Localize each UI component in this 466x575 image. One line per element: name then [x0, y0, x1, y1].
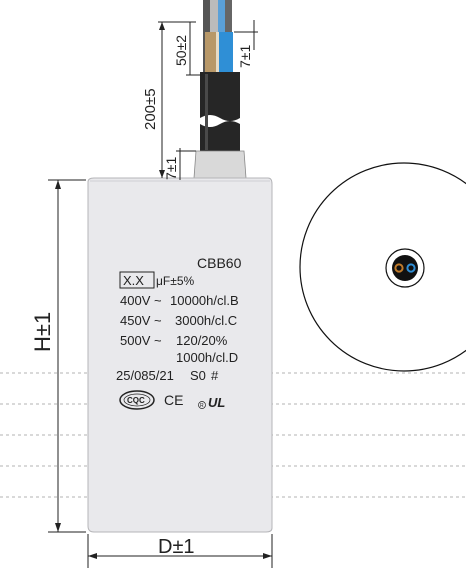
- lead-wires: [203, 0, 233, 77]
- dim-tip-length: [234, 20, 258, 50]
- boot-length-label: 7±1: [163, 157, 179, 180]
- rating-voltage-3: 500V ~: [120, 333, 162, 348]
- rating-life-1: 10000h/cl.B: [170, 293, 239, 308]
- capacitance-value: X.X: [123, 273, 144, 288]
- safety-class: S0: [190, 368, 206, 383]
- rating-voltage-2: 450V ~: [120, 313, 162, 328]
- height-label: H±1: [30, 312, 55, 352]
- terminal-boot: [193, 150, 247, 179]
- rating-life-3: 120/20%: [176, 333, 228, 348]
- ce-mark-icon: CE: [164, 392, 183, 408]
- cqc-mark-icon: CQC: [119, 390, 155, 410]
- dim-lead-length: [158, 21, 196, 178]
- brown-wire: [205, 32, 219, 77]
- ul-mark-icon: R UL: [198, 395, 225, 410]
- ul-mark-text: UL: [208, 395, 225, 410]
- dim-strip-length: [186, 22, 202, 76]
- diameter-label: D±1: [158, 536, 195, 558]
- capacitance-unit: μF±5%: [156, 274, 195, 288]
- tip-length-label: 7±1: [237, 45, 253, 68]
- top-view-blue-icon: [406, 263, 416, 273]
- blue-wire: [219, 32, 233, 77]
- rating-life-2: 3000h/cl.C: [175, 313, 237, 328]
- top-view-copper-icon: [394, 263, 404, 273]
- capacitor-body: [87, 177, 273, 533]
- strip-length-label: 50±2: [173, 35, 189, 66]
- grid-symbol-icon: #: [211, 368, 219, 383]
- svg-text:R: R: [200, 403, 204, 409]
- cable-sleeve: [200, 72, 240, 152]
- lead-length-label: 200±5: [142, 88, 159, 130]
- dim-height: [48, 179, 86, 533]
- extra-life: 1000h/cl.D: [176, 350, 238, 365]
- rating-voltage-1: 400V ~: [120, 293, 162, 308]
- top-view: [299, 162, 466, 372]
- model-label: CBB60: [197, 255, 242, 271]
- dim-boot-length: [176, 148, 196, 180]
- dim-diameter: [87, 534, 273, 568]
- capacitance-box: [119, 271, 155, 289]
- cqc-mark-text: CQC: [127, 396, 145, 405]
- climate-code: 25/085/21: [116, 368, 174, 383]
